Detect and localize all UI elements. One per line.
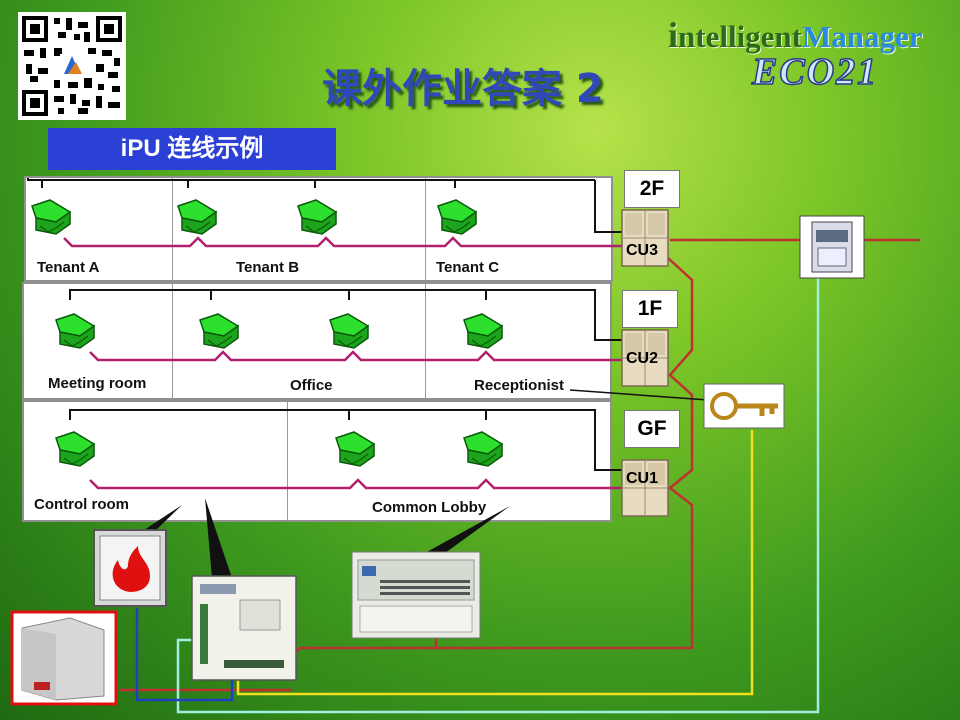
room-label: Common Lobby — [372, 499, 487, 516]
key-icon — [703, 383, 785, 429]
room-divider — [287, 402, 288, 520]
subtitle-banner: iPU 连线示例 — [48, 128, 336, 170]
cu-label: CU2 — [626, 350, 659, 367]
room-divider — [425, 178, 426, 280]
room-divider — [172, 178, 173, 280]
logo-word-1: ntelligent — [678, 19, 803, 54]
pc-terminal — [799, 215, 865, 279]
indoor-unit-icon — [31, 199, 477, 235]
logo-wordmark: intelligentManager — [668, 14, 923, 56]
room-label: Meeting room — [48, 375, 147, 392]
room-divider — [172, 284, 173, 398]
floor-gf-panel — [22, 400, 612, 522]
room-divider — [425, 284, 426, 398]
room-label: Tenant C — [436, 259, 500, 276]
logo-eco21: ECO21 — [751, 50, 879, 94]
room-label: Tenant A — [37, 259, 100, 276]
cu-label: CU3 — [626, 242, 659, 259]
fire-alarm-icon — [93, 529, 167, 607]
qr-code — [18, 12, 126, 120]
floor-tag-2f: 2F — [624, 170, 680, 208]
floor-1f-panel — [22, 282, 612, 400]
room-label: Receptionist — [474, 377, 565, 394]
logo-word-2: Manager — [802, 19, 923, 54]
room-label: Office — [290, 377, 333, 394]
page-title: 课外作业答案 2 — [322, 66, 604, 112]
indoor-unit-icon — [55, 431, 503, 467]
floor-tag-1f: 1F — [622, 290, 678, 328]
intelligent-manager-logo: intelligentManager ECO21 — [668, 14, 948, 96]
room-label: Control room — [34, 496, 129, 513]
ipu-controller — [191, 575, 297, 681]
logo-initial-i: i — [668, 15, 679, 55]
qr-code-graphic — [22, 16, 122, 116]
floor-tag-gf: GF — [624, 410, 680, 448]
central-remote-controller — [351, 551, 481, 639]
room-label: Tenant B — [236, 259, 300, 276]
cu-label: CU1 — [626, 470, 659, 487]
ups-device — [10, 610, 118, 706]
indoor-unit-icon — [55, 313, 503, 349]
